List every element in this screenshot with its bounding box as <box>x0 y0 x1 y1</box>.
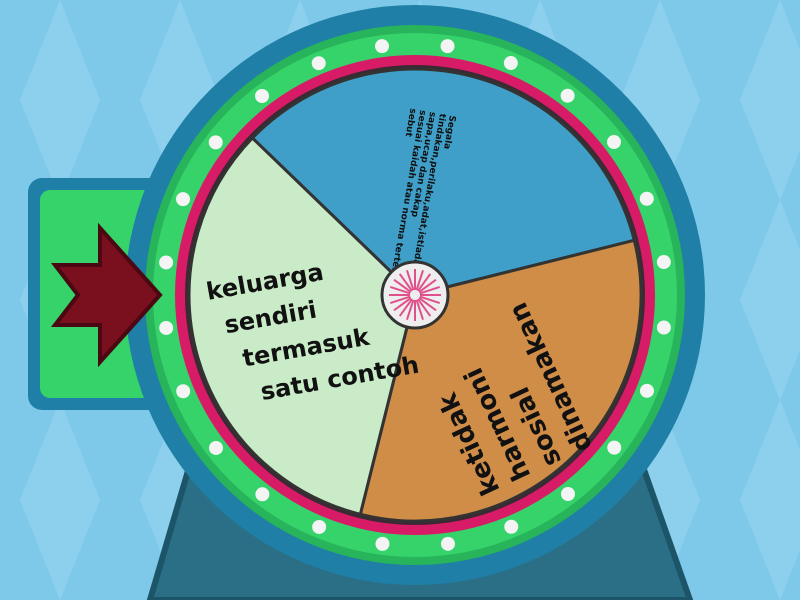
light-bulb <box>440 39 455 54</box>
light-bulb <box>560 88 575 103</box>
light-bulb <box>607 440 622 455</box>
light-bulb <box>176 384 191 399</box>
light-bulb <box>311 56 326 71</box>
light-bulb <box>560 486 575 501</box>
light-bulb <box>375 536 390 551</box>
light-bulb <box>255 89 270 104</box>
light-bulb <box>656 320 671 335</box>
light-bulb <box>375 39 390 54</box>
light-bulb <box>159 255 174 270</box>
light-bulb <box>176 192 191 207</box>
light-bulb <box>159 320 174 335</box>
light-bulb <box>504 519 519 534</box>
wheel-hub[interactable] <box>380 260 450 330</box>
light-bulb <box>639 383 654 398</box>
wheel-segment[interactable] <box>187 135 417 517</box>
light-bulb <box>312 519 327 534</box>
light-bulb <box>503 56 518 71</box>
ring-lights <box>159 39 671 551</box>
hub-star-icon <box>389 269 441 321</box>
pointer-arrow-icon <box>50 222 163 368</box>
light-bulb <box>440 536 455 551</box>
wheel-segment[interactable] <box>250 67 637 297</box>
light-bulb <box>255 487 270 502</box>
light-bulb <box>656 255 671 270</box>
light-bulb <box>606 135 621 150</box>
light-bulb <box>208 135 223 150</box>
light-bulb <box>639 191 654 206</box>
light-bulb <box>209 440 224 455</box>
